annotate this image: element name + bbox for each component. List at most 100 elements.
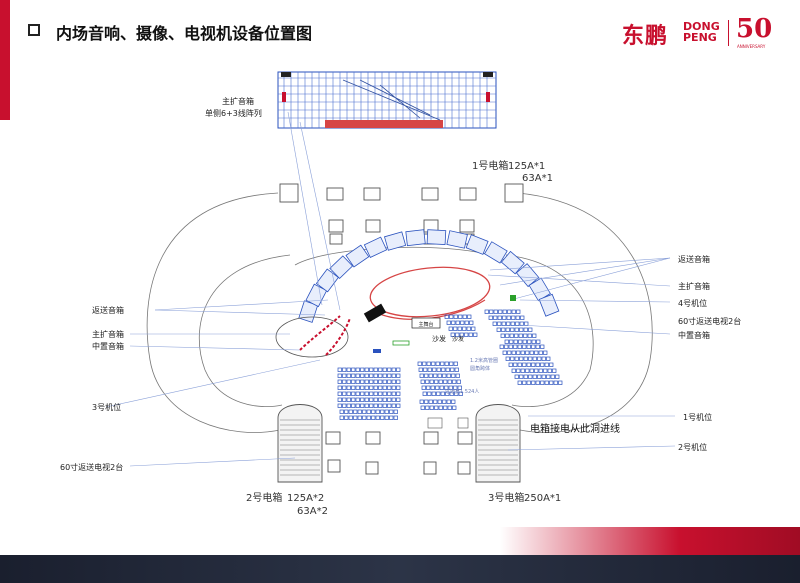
seat	[443, 405, 448, 410]
seat	[514, 327, 519, 332]
seat	[538, 368, 543, 373]
seat	[501, 321, 506, 326]
seat	[344, 409, 349, 414]
title-bullet-icon	[28, 24, 40, 36]
seat	[505, 356, 510, 361]
seat	[351, 367, 356, 372]
seat	[520, 350, 525, 355]
logo-en-line2: PENG	[683, 31, 717, 44]
seat	[550, 374, 555, 379]
seat	[519, 327, 524, 332]
seat	[339, 415, 344, 420]
seat	[549, 380, 554, 385]
seat	[464, 320, 469, 325]
label-cam1: 1号机位	[683, 412, 712, 422]
label-box3-spec: 250A*1	[524, 493, 561, 504]
seat	[515, 321, 520, 326]
seat	[425, 405, 430, 410]
seat	[462, 314, 467, 319]
seat	[535, 344, 540, 349]
seat	[531, 344, 536, 349]
seat	[440, 361, 445, 366]
seat	[378, 367, 383, 372]
seat	[351, 379, 356, 384]
seat	[446, 399, 451, 404]
seat	[429, 379, 434, 384]
seat	[537, 356, 542, 361]
seat	[382, 379, 387, 384]
seat	[457, 326, 462, 331]
seat	[514, 333, 519, 338]
seat	[346, 379, 351, 384]
seat	[459, 332, 464, 337]
seat	[355, 403, 360, 408]
seat	[422, 361, 427, 366]
seat	[355, 379, 360, 384]
seat	[382, 391, 387, 396]
seat	[513, 344, 518, 349]
seat	[380, 409, 385, 414]
seat	[520, 368, 525, 373]
seat	[558, 380, 563, 385]
seat	[382, 385, 387, 390]
seat	[537, 374, 542, 379]
stage: 主舞台	[275, 266, 491, 358]
seat	[355, 367, 360, 372]
seat	[523, 333, 528, 338]
seat	[337, 391, 342, 396]
seat	[504, 339, 509, 344]
seat	[391, 367, 396, 372]
seat	[337, 367, 342, 372]
seat	[342, 385, 347, 390]
seat	[346, 403, 351, 408]
speaker-box	[405, 229, 426, 247]
seat	[519, 321, 524, 326]
seat	[423, 367, 428, 372]
seat	[454, 367, 459, 372]
seat	[522, 362, 527, 367]
seat	[396, 385, 401, 390]
seat	[371, 415, 376, 420]
seat	[462, 326, 467, 331]
seat	[546, 356, 551, 361]
seat	[488, 315, 493, 320]
label-sofa-right: 沙发	[452, 335, 464, 343]
seat	[357, 415, 362, 420]
seat	[418, 367, 423, 372]
seat	[369, 379, 374, 384]
seat	[455, 332, 460, 337]
label-box1-title: 1号电箱	[472, 159, 508, 172]
label-cam2: 2号机位	[678, 442, 707, 452]
seat	[510, 356, 515, 361]
seat	[468, 332, 473, 337]
seat	[387, 391, 392, 396]
seat	[513, 339, 518, 344]
seat	[457, 385, 462, 390]
seat	[496, 327, 501, 332]
seat	[467, 314, 472, 319]
equipment-markers	[373, 295, 516, 429]
seat	[511, 350, 516, 355]
seat	[378, 397, 383, 402]
page-title: 内场音响、摄像、电视机设备位置图	[56, 24, 313, 43]
seat	[364, 397, 369, 402]
seat	[419, 373, 424, 378]
seat	[516, 309, 521, 314]
seat	[528, 356, 533, 361]
speaker-box	[515, 263, 540, 288]
seat	[511, 309, 516, 314]
seat	[337, 379, 342, 384]
seat	[501, 327, 506, 332]
seat	[436, 367, 441, 372]
seat	[421, 385, 426, 390]
bottom-band	[0, 555, 800, 583]
seat	[517, 380, 522, 385]
seat	[378, 391, 383, 396]
brand-logo-chinese: 东鹏	[622, 24, 669, 49]
seat	[387, 403, 392, 408]
seat	[360, 397, 365, 402]
seat	[431, 391, 436, 396]
seat	[369, 391, 374, 396]
seat	[382, 373, 387, 378]
seat	[342, 391, 347, 396]
